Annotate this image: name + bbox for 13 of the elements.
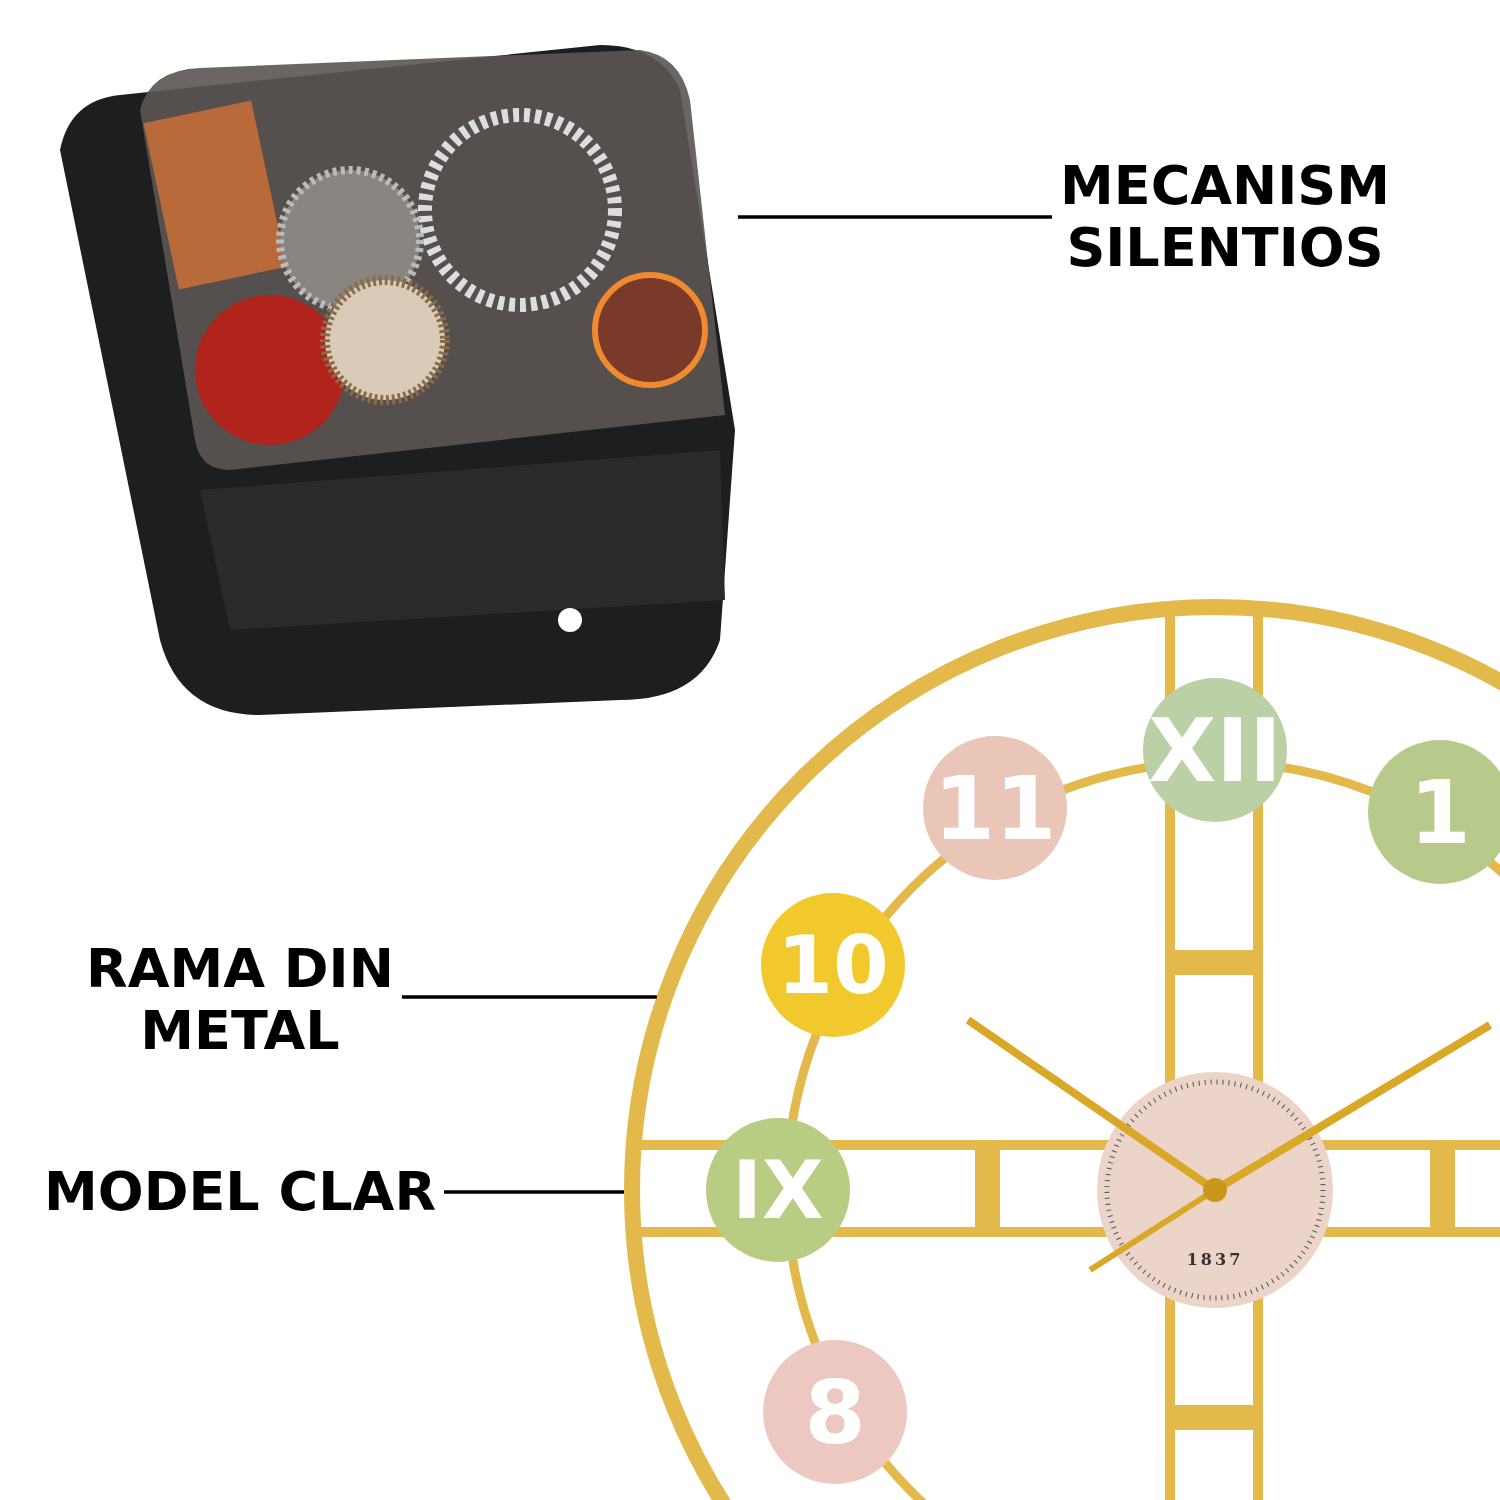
year-text: 1837 [1186, 1249, 1244, 1269]
clock-numeral: 8 [804, 1360, 866, 1464]
callout-label: MECANISM SILENTIOS [1050, 155, 1400, 279]
callout-label: MODEL CLAR [40, 1161, 440, 1223]
clock-numeral: XII [1148, 698, 1282, 802]
clock-numeral: 10 [777, 918, 889, 1012]
clock-numeral: 11 [933, 756, 1057, 860]
leader-line [401, 995, 657, 999]
clock-numeral: IX [732, 1143, 824, 1237]
clock-numeral: 1 [1409, 760, 1471, 864]
leader-line [738, 215, 1052, 219]
callout-label: RAMA DIN METAL [75, 938, 405, 1062]
leader-line [444, 1190, 624, 1194]
